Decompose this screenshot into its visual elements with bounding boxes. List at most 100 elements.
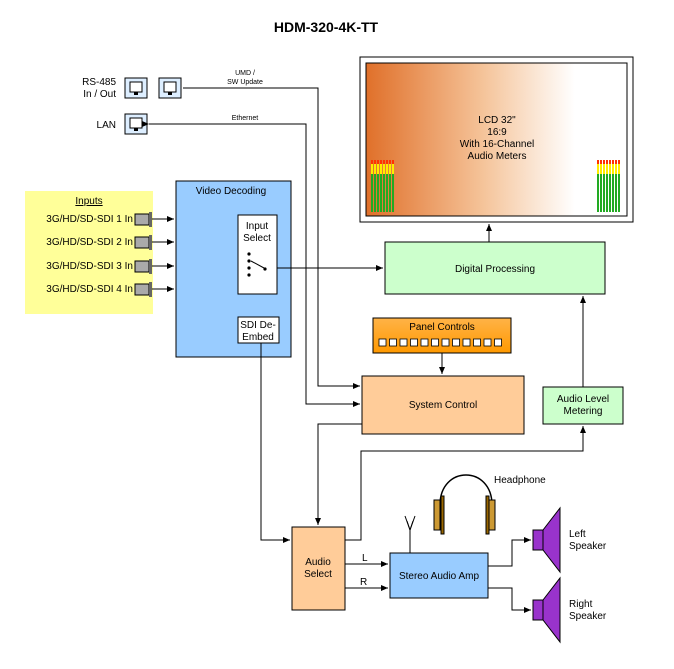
system-control-block	[361, 375, 525, 435]
deembed-to-audio-select-arrow	[260, 343, 290, 543]
meter-bar	[606, 160, 608, 164]
stereo-audio-amp-label: Stereo Audio Amp	[399, 571, 479, 582]
system-control-label: System Control	[409, 400, 477, 411]
lan-label: LAN	[97, 120, 116, 131]
meter-bar	[380, 164, 382, 174]
right-speaker-icon	[532, 576, 561, 644]
channel-r-label: R	[360, 577, 367, 588]
svg-text:3G/HD/SD-SDI 4 In: 3G/HD/SD-SDI 4 In	[46, 284, 133, 295]
svg-text:16:9: 16:9	[487, 127, 507, 138]
digital-processing-label: Digital Processing	[455, 264, 535, 275]
meter-bar	[383, 164, 385, 174]
audio-level-label-2: Metering	[564, 406, 603, 417]
meter-bar	[600, 160, 602, 164]
meter-bar	[615, 164, 617, 174]
meter-bar	[392, 174, 394, 212]
svg-text:Left: Left	[569, 529, 586, 540]
video-decoding-title: Video Decoding	[196, 186, 266, 197]
panel-controls-block	[372, 317, 512, 354]
meter-bar	[603, 174, 605, 212]
panel-buttons-icon	[378, 338, 502, 347]
left-speaker-icon	[532, 506, 561, 574]
meter-bar	[612, 164, 614, 174]
meter-bar	[380, 160, 382, 164]
panel-button	[431, 338, 439, 347]
audio-level-label-1: Audio Level	[557, 394, 609, 405]
panel-button	[399, 338, 408, 347]
meter-bar	[386, 164, 388, 174]
amp-to-left-speaker-arrow	[488, 537, 531, 567]
panel-button	[420, 338, 429, 347]
meter-bar	[389, 164, 391, 174]
meter-bar	[392, 160, 394, 164]
svg-text:In / Out: In / Out	[83, 89, 116, 100]
meter-bar	[392, 164, 394, 174]
svg-text:3G/HD/SD-SDI 1 In: 3G/HD/SD-SDI 1 In	[46, 214, 133, 225]
left-speaker-label: Left Speaker	[569, 529, 607, 552]
meter-bar	[380, 174, 382, 212]
meter-bar	[609, 164, 611, 174]
stereo-audio-amp-block	[389, 552, 489, 599]
headphone-label: Headphone	[494, 475, 546, 486]
meter-bar	[374, 160, 376, 164]
meter-bar	[386, 174, 388, 212]
audio-meter-right-icon	[597, 160, 620, 212]
panel-button	[483, 338, 492, 347]
inputs-heading: Inputs	[75, 196, 102, 207]
svg-text:SW Update: SW Update	[227, 79, 263, 86]
meter-bar	[383, 160, 385, 164]
meter-bar	[389, 160, 391, 164]
meter-bar	[597, 174, 599, 212]
meter-bar	[371, 174, 373, 212]
meter-bar	[600, 174, 602, 212]
svg-text:RS-485: RS-485	[82, 77, 116, 88]
lcd-label: LCD 32" 16:9 With 16-Channel Audio Meter…	[460, 115, 534, 162]
svg-text:With 16-Channel: With 16-Channel	[460, 139, 534, 150]
meter-bar	[386, 160, 388, 164]
meter-bar	[615, 160, 617, 164]
panel-button	[441, 338, 450, 347]
meter-bar	[606, 174, 608, 212]
sdi-input-1: 3G/HD/SD-SDI 1 In	[46, 212, 152, 227]
meter-bar	[603, 164, 605, 174]
rj45-lan-port-icon	[124, 113, 148, 135]
ethernet-label: Ethernet	[232, 115, 259, 122]
audio-level-metering-block	[542, 386, 624, 425]
channel-l-label: L	[362, 553, 368, 564]
meter-bar	[597, 164, 599, 174]
meter-bar	[377, 164, 379, 174]
diagram-title: HDM-320-4K-TT	[274, 19, 379, 35]
lan-to-system-arrow	[142, 121, 360, 407]
meter-bar	[612, 174, 614, 212]
right-speaker-label: Right Speaker	[569, 599, 607, 622]
audio-select-label-2: Select	[304, 569, 332, 580]
svg-text:3G/HD/SD-SDI 2 In: 3G/HD/SD-SDI 2 In	[46, 237, 133, 248]
meter-bar	[374, 164, 376, 174]
meter-bar	[603, 160, 605, 164]
rj45-port-2-icon	[158, 77, 182, 99]
meter-bar	[377, 160, 379, 164]
svg-text:Right: Right	[569, 599, 593, 610]
panel-button	[452, 338, 460, 347]
inputs-panel	[25, 191, 153, 314]
lcd-screen	[365, 62, 628, 217]
audio-select-block	[291, 526, 346, 611]
input-select-label-2: Select	[243, 233, 271, 244]
meter-bar	[600, 164, 602, 174]
meter-bar	[618, 174, 620, 212]
meter-bar	[615, 174, 617, 212]
rs485-label: RS-485 In / Out	[82, 77, 116, 100]
sdi-input-4: 3G/HD/SD-SDI 4 In	[46, 282, 152, 297]
digital-processing-block	[384, 241, 606, 295]
meter-bar	[371, 164, 373, 174]
meter-bar	[371, 160, 373, 164]
headphone-plug-icon	[404, 515, 416, 553]
svg-text:3G/HD/SD-SDI 3 In: 3G/HD/SD-SDI 3 In	[46, 261, 133, 272]
meter-bar	[618, 164, 620, 174]
panel-button	[473, 338, 481, 347]
input-select-label-1: Input	[246, 221, 268, 232]
meter-bar	[609, 174, 611, 212]
audio-select-label-1: Audio	[305, 557, 331, 568]
meter-bar	[606, 164, 608, 174]
